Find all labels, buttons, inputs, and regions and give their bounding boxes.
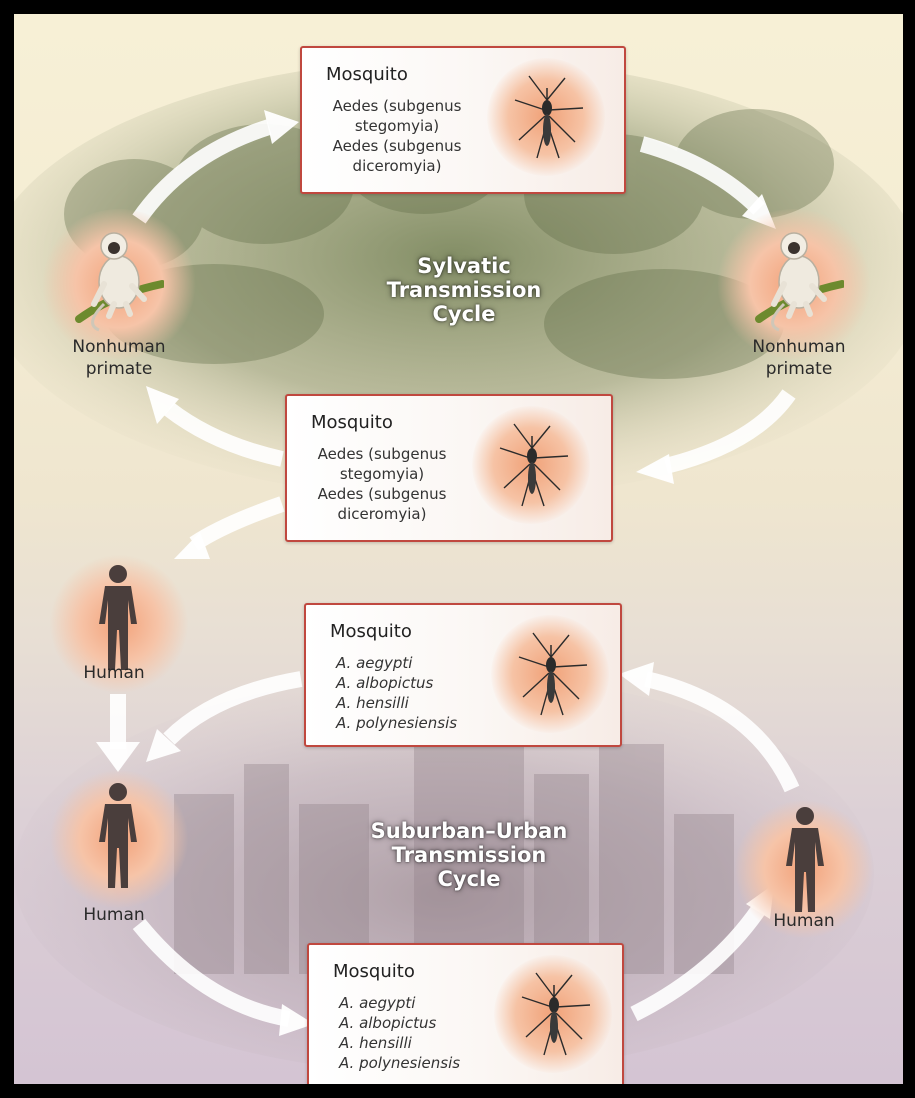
- arrowhead-7: [146, 729, 181, 762]
- arrow-human-left-to-bottom-mosquito: [132, 918, 291, 1027]
- human-icon: [99, 783, 137, 888]
- mosquito-title: Mosquito: [311, 412, 393, 433]
- primate-icon: [755, 232, 844, 332]
- forest-background: [14, 59, 903, 499]
- label-human-left: Human: [83, 905, 145, 925]
- arrowhead-3: [636, 454, 674, 484]
- mosquito-title: Mosquito: [333, 961, 415, 982]
- arrowhead-9: [279, 1004, 314, 1036]
- human-icon: [99, 565, 137, 670]
- arrow-mid-mosquito-to-human: [189, 496, 285, 551]
- primate-icon: [75, 232, 164, 332]
- mosquito-title: Mosquito: [330, 621, 412, 642]
- arrow-top-mosquito-to-primate-right: [639, 136, 765, 215]
- mosquito-icon: [521, 972, 591, 1056]
- mosquito-title: Mosquito: [326, 64, 408, 85]
- arrowhead-4: [146, 386, 179, 424]
- arrow-primate-to-top-mosquito: [132, 119, 272, 224]
- arrowhead-8: [619, 662, 654, 696]
- arrow-human-right-to-urban-mosquito: [644, 671, 800, 793]
- arrowhead-5: [174, 532, 210, 559]
- label-human-right: Human: [773, 911, 835, 931]
- mosquito-icon: [499, 423, 569, 507]
- mosquito-icon: [514, 75, 584, 159]
- arrow-primate-right-to-mid-mosquito: [664, 389, 796, 474]
- arrow-mid-mosquito-to-primate-left: [164, 402, 284, 467]
- label-human-middle: Human: [83, 663, 145, 683]
- city-background: [14, 674, 874, 1074]
- arrowhead-1: [264, 110, 299, 144]
- mosquito-icon: [518, 632, 588, 716]
- arrowhead-6: [96, 742, 140, 772]
- arrow-urban-mosquito-to-human: [163, 671, 303, 745]
- arrow-bottom-mosquito-to-human-right: [630, 904, 766, 1022]
- human-icon: [786, 807, 824, 912]
